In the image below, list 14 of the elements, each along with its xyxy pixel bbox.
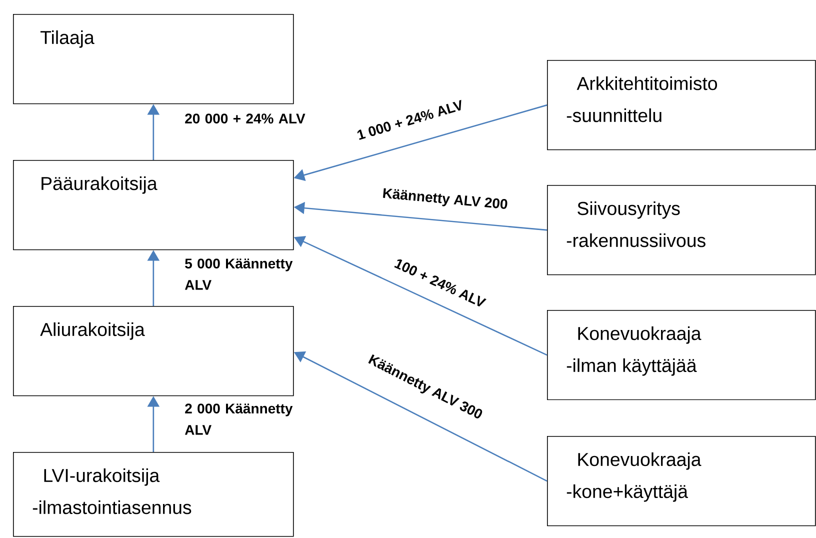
party-box: Konevuokraaja -kone+käyttäjä xyxy=(547,436,816,526)
party-box: Pääurakoitsija xyxy=(13,160,294,250)
edge-label: 1 000 + 24% ALV xyxy=(357,100,462,140)
edge-label: 2 000 Käännetty ALV xyxy=(184,404,293,435)
party-box: Siivousyritys -rakennussiivous xyxy=(547,184,816,276)
party-box: Arkkitehtitoimisto -suunnittelu xyxy=(547,60,816,150)
edge-label: Käännetty ALV 200 xyxy=(383,188,508,209)
party-box: Tilaaja xyxy=(13,14,294,104)
edge-label: 100 + 24% ALV xyxy=(394,259,486,306)
edge-label: 5 000 Käännetty ALV xyxy=(184,258,293,290)
edge-label: 20 000 + 24% ALV xyxy=(185,114,306,124)
party-box: Konevuokraaja -ilman käyttäjää xyxy=(547,310,816,400)
party-box: Aliurakoitsija xyxy=(13,306,294,396)
party-box: LVI-urakoitsija -ilmastointiasennus xyxy=(13,452,294,537)
